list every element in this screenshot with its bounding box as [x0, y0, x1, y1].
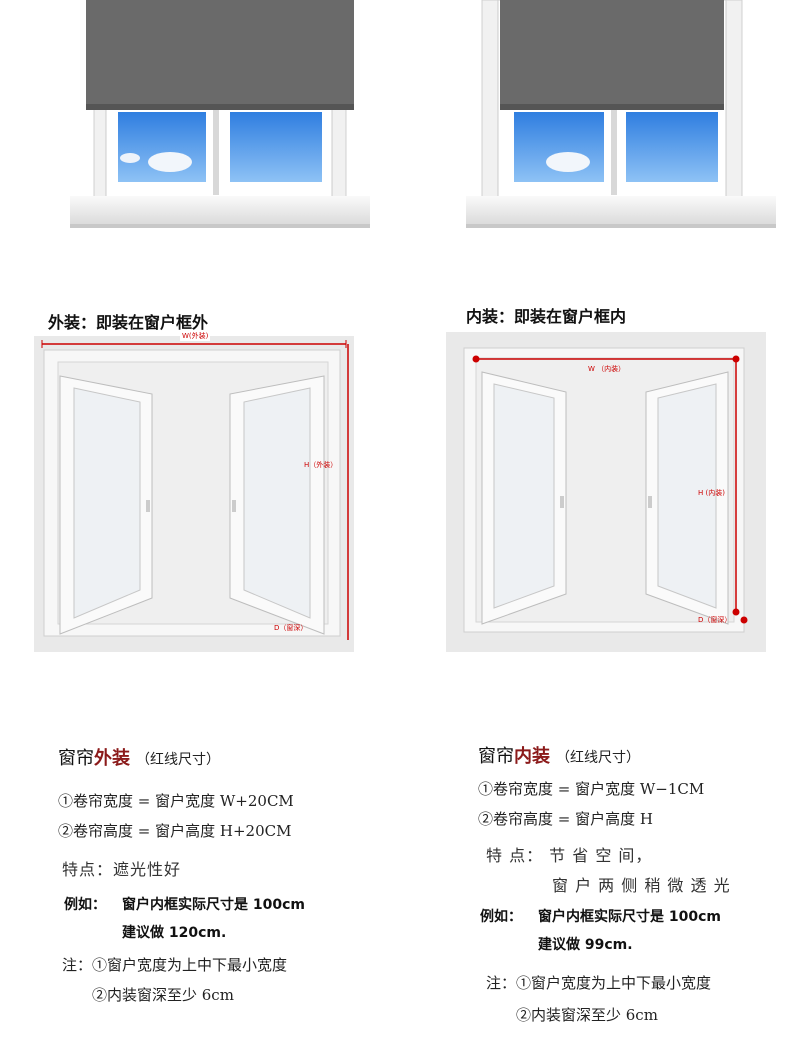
heading-inside-mount: 窗帘内装 （红线尺寸）	[478, 742, 640, 768]
photo-inside-mount	[462, 0, 782, 260]
dim-d-outside: D（窗深）	[274, 624, 308, 632]
outside-example-label: 例如：	[64, 897, 106, 913]
heading-note: （红线尺寸）	[556, 750, 640, 766]
photo-outside-mount	[60, 0, 380, 260]
label-inside-mount: 内装：即装在窗户框内	[466, 307, 627, 326]
heading-outside-mount: 窗帘外装 （红线尺寸）	[58, 744, 220, 770]
label-outside-mount: 外装：即装在窗户框外	[48, 313, 209, 332]
dim-w-outside: W(外装)	[180, 331, 211, 341]
inside-example-line1: 窗户内框实际尺寸是 100cm	[538, 909, 721, 925]
heading-accent: 内装	[514, 746, 550, 767]
dim-h-inside: H (内装)	[698, 489, 725, 497]
dim-w-inside: W （内装）	[588, 365, 626, 373]
diagram-outside-mount: W(外装) H（外装） D（窗深）	[34, 331, 354, 652]
inside-feature2: 窗 户 两 侧 稍 微 透 光	[552, 876, 731, 895]
outside-example-line1: 窗户内框实际尺寸是 100cm	[122, 897, 305, 913]
heading-prefix: 窗帘	[478, 746, 514, 767]
outside-example-line2: 建议做 120cm.	[122, 925, 227, 941]
inside-example-line2: 建议做 99cm.	[538, 937, 633, 953]
outside-width-rule: ①卷帘宽度 = 窗户宽度 W+20CM	[58, 792, 294, 810]
inside-height-rule: ②卷帘高度 = 窗户高度 H	[478, 810, 653, 828]
inside-note1: 注：①窗户宽度为上中下最小宽度	[486, 974, 712, 992]
inside-feature1: 特 点： 节 省 空 间，	[486, 846, 653, 865]
heading-note: （红线尺寸）	[136, 752, 220, 768]
dim-h-outside: H（外装）	[304, 461, 338, 469]
outside-height-rule: ②卷帘高度 = 窗户高度 H+20CM	[58, 822, 292, 840]
outside-note1: 注：①窗户宽度为上中下最小宽度	[62, 956, 288, 974]
outside-note2: ②内装窗深至少 6cm	[92, 986, 234, 1004]
inside-example-label: 例如：	[480, 909, 522, 925]
dim-d-inside: D（窗深）	[698, 616, 732, 624]
heading-prefix: 窗帘	[58, 748, 94, 769]
heading-accent: 外装	[94, 748, 130, 769]
inside-note2: ②内装窗深至少 6cm	[516, 1006, 658, 1024]
outside-feature: 特点：遮光性好	[62, 860, 182, 879]
inside-width-rule: ①卷帘宽度 = 窗户宽度 W−1CM	[478, 780, 705, 798]
diagram-inside-mount: W （内装） H (内装) D（窗深）	[446, 332, 766, 652]
